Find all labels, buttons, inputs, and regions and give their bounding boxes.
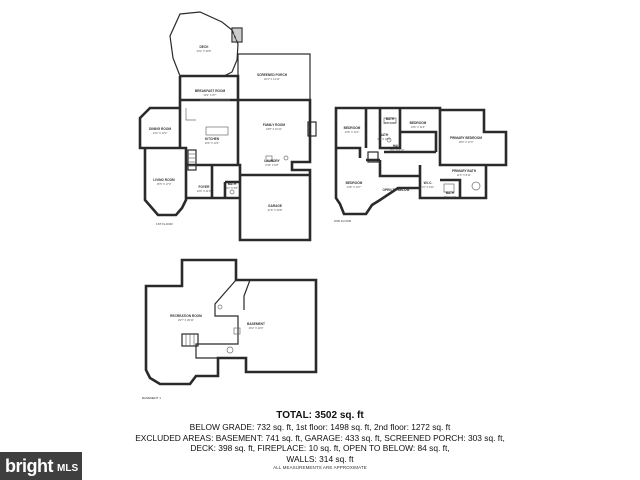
floor-label: 1ST FLOOR — [156, 222, 173, 226]
kitchen-island — [205, 126, 229, 136]
room-label: LAUNDRY — [264, 159, 280, 163]
room-dims: 5'4" X 5'8" — [226, 186, 238, 190]
room-dims: 8'10" X 6'8" — [265, 163, 278, 167]
room-label: BASEMENT — [247, 322, 265, 326]
summary-line: EXCLUDED AREAS: BASEMENT: 741 sq. ft, GA… — [135, 432, 505, 443]
floor-label: 2ND FLOOR — [334, 219, 352, 223]
deck-stair — [231, 27, 243, 43]
summary-line: WALLS: 314 sq. ft — [286, 453, 354, 464]
room-dims: 10'4" X 5'1" — [383, 121, 396, 125]
room-label: BEDROOM — [344, 126, 361, 130]
room-dims: 14'3" X 13'2" — [153, 131, 168, 135]
room-dims: 18'8" X 16'11" — [266, 127, 282, 131]
room-label: PRIMARY BEDROOM — [450, 136, 482, 140]
room-label: RECREATION ROOM — [170, 314, 202, 318]
area-summary: TOTAL: 3502 sq. ft BELOW GRADE: 732 sq. … — [120, 410, 520, 472]
room-dims: 9'2" X 10'6" — [377, 137, 390, 141]
room-label: KITCHEN — [205, 137, 220, 141]
room-label: BATH — [380, 133, 389, 137]
room-dims: 23'2" X 30'8" — [197, 49, 212, 53]
second-floor-walls — [334, 106, 508, 216]
fireplace — [307, 121, 317, 137]
room-label: BEDROOM — [410, 121, 427, 125]
room-dims: 13'6" X 11'4" — [411, 125, 426, 129]
room-dims: 13'8" X 13'7" — [347, 185, 362, 189]
summary-line: BELOW GRADE: 732 sq. ft, 1st floor: 1498… — [189, 422, 451, 432]
screened-porch-outline — [237, 53, 311, 101]
foyer-stair — [187, 149, 197, 171]
basement-walls — [144, 258, 318, 386]
room-dims: 15'7" X 6'10" — [390, 148, 405, 152]
room-dims: 15'5" X 17'9" — [157, 182, 172, 186]
room-label: BATH — [446, 191, 455, 195]
room-label: OPEN TO BELOW — [382, 188, 409, 192]
room-dims: 10'6" X 11'0" — [197, 189, 212, 193]
first-floor-plan: DECK 23'2" X 30'8" SCREENED PORCH 20'4" … — [138, 11, 317, 242]
total-area: TOTAL: 3502 sq. ft — [276, 410, 364, 421]
room-label: BEDROOM — [346, 181, 363, 185]
room-dims: 5'6" X 4'6" — [444, 195, 456, 199]
room-dims: 26'2" X 24'0" — [249, 326, 264, 330]
room-dims: 11'9" X 8'7" — [203, 93, 216, 97]
brightmls-watermark: bright MLS — [0, 452, 82, 480]
room-label: FOYER — [199, 185, 211, 189]
measurement-note: ALL MEASUREMENTS ARE APPROXIMATE — [273, 465, 367, 470]
room-dims: 18'0" X 17'0" — [459, 140, 474, 144]
room-dims: 16'6" X 13'1" — [205, 141, 220, 145]
room-label: SCREENED PORCH — [257, 73, 288, 77]
room-label: LIVING ROOM — [153, 178, 175, 182]
room-label: W.I.C. — [424, 181, 433, 185]
room-dims: 7'2" X 6'11" — [421, 185, 434, 189]
room-label: BATH — [228, 182, 237, 186]
room-label: GARAGE — [268, 204, 282, 208]
room-label: DINING ROOM — [149, 127, 171, 131]
floor-plan-drawing: DECK 23'2" X 30'8" SCREENED PORCH 20'4" … — [138, 11, 508, 400]
room-label: HALL — [393, 144, 402, 148]
first-floor-walls — [138, 74, 312, 242]
room-label: BATH — [386, 117, 395, 121]
summary-line: DECK: 398 sq. ft, FIREPLACE: 10 sq. ft, … — [190, 443, 450, 453]
basement-plan: RECREATION ROOM 29'7" X 26'11" BASEMENT … — [142, 258, 318, 400]
upper-stair — [367, 151, 379, 163]
watermark-brand: bright — [5, 455, 54, 476]
room-label: FAMILY ROOM — [263, 123, 285, 127]
room-label: DECK — [199, 45, 209, 49]
room-dims: 20'4" X 14'11" — [264, 77, 280, 81]
room-dims: 21'8" X 20'8" — [268, 208, 283, 212]
room-label: PRIMARY BATH — [452, 169, 477, 173]
watermark-suffix: MLS — [57, 463, 79, 474]
basement-partition — [195, 279, 251, 359]
second-floor-plan: BEDROOM 13'6" X 14'1" BATH 10'4" X 5'1" … — [334, 106, 508, 223]
room-dims: 11'5" X 8'11" — [457, 173, 471, 177]
room-label: BREAKFAST ROOM — [195, 89, 226, 93]
floor-label: BASEMENT 1 — [142, 396, 161, 400]
deck-outline — [169, 11, 239, 77]
room-dims: 29'7" X 26'11" — [178, 318, 194, 322]
room-dims: 13'6" X 14'1" — [345, 130, 360, 134]
